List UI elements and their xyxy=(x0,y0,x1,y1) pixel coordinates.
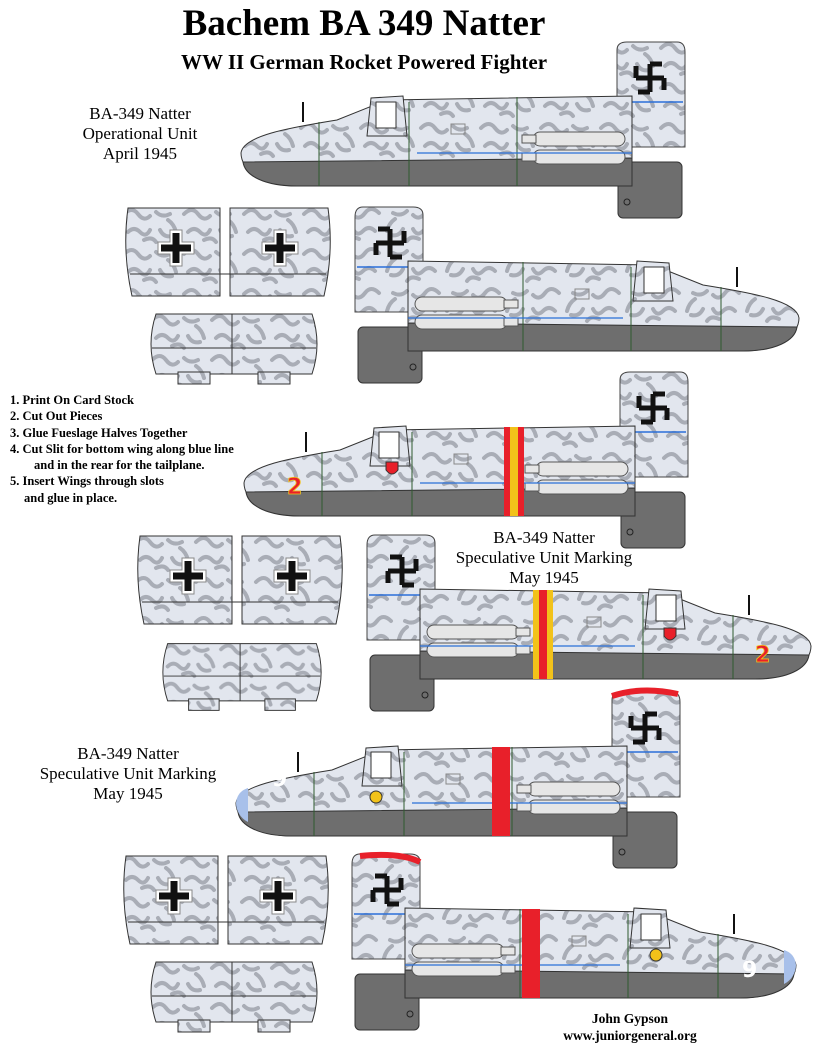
author: John Gypson xyxy=(591,1011,669,1026)
caption-line: Operational Unit xyxy=(82,124,198,143)
plane-2-mirror xyxy=(367,535,811,711)
tailplane-piece-3 xyxy=(150,961,318,1033)
instruction-step: and in the rear for the tailplane. xyxy=(34,458,205,473)
caption-operational: BA-349 Natter Operational Unit April 194… xyxy=(60,104,220,164)
plane-number: 2 xyxy=(755,643,770,668)
caption-line: May 1945 xyxy=(93,784,163,803)
instruction-step: 4. Cut Slit for bottom wing along blue l… xyxy=(10,441,234,456)
plane-2-speculative xyxy=(244,372,688,548)
plane-1-mirror xyxy=(355,207,799,383)
credit: John Gypson www.juniorgeneral.org xyxy=(530,1010,730,1044)
caption-line: BA-349 Natter xyxy=(77,744,179,763)
instructions: 1. Print On Card Stock 2. Cut Out Pieces… xyxy=(10,392,234,506)
plane-number: 9 xyxy=(742,958,757,983)
plane-number: 2 xyxy=(287,475,302,500)
instruction-step: 3. Glue Fueslage Halves Together xyxy=(10,425,188,440)
instruction-step: and glue in place. xyxy=(24,490,118,505)
wing-piece-2 xyxy=(138,536,343,624)
website-link[interactable]: www.juniorgeneral.org xyxy=(563,1028,697,1043)
caption-line: BA-349 Natter xyxy=(89,104,191,123)
page-title: Bachem BA 349 Natter xyxy=(182,3,546,44)
wing-piece-1 xyxy=(126,208,331,296)
plane-number: 9 xyxy=(272,767,287,792)
instruction-step: 2. Cut Out Pieces xyxy=(10,409,103,424)
instruction-step: 1. Print On Card Stock xyxy=(10,393,134,407)
wing-piece-3 xyxy=(124,856,329,944)
plane-3-speculative xyxy=(236,692,680,868)
caption-line: April 1945 xyxy=(102,144,178,163)
caption-speculative-1: BA-349 Natter Speculative Unit Marking M… xyxy=(434,528,654,588)
page-subtitle: WW II German Rocket Powered Fighter xyxy=(180,50,548,74)
tailplane-piece-2 xyxy=(162,643,322,711)
caption-speculative-2: BA-349 Natter Speculative Unit Marking M… xyxy=(18,744,238,804)
instruction-step: 5. Insert Wings through slots xyxy=(10,474,164,489)
caption-line: May 1945 xyxy=(509,568,579,587)
caption-line: Speculative Unit Marking xyxy=(455,548,633,567)
tailplane-piece-1 xyxy=(150,313,318,385)
plane-3-mirror xyxy=(352,851,796,1030)
caption-line: Speculative Unit Marking xyxy=(39,764,217,783)
caption-line: BA-349 Natter xyxy=(493,528,595,547)
